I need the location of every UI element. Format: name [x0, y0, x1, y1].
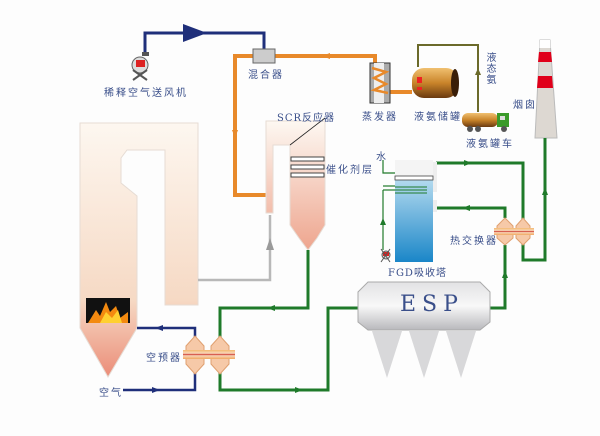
arrow-left-icon [155, 325, 163, 331]
arrow-left-icon [462, 205, 470, 211]
tanker-truck-icon [462, 113, 509, 132]
arrow-up-icon [266, 238, 274, 250]
fan-label: 稀释空气送风机 [104, 88, 188, 99]
air-preheater-label: 空预器 [146, 353, 182, 364]
esp-icon [357, 281, 491, 378]
liquid-ammonia-line [417, 44, 479, 112]
evaporator-label: 蒸发器 [362, 112, 398, 123]
tank-label: 液氨储罐 [414, 112, 462, 123]
arrow-up-icon [380, 218, 386, 225]
water-label: 水 [376, 152, 388, 163]
arrow-left-icon [322, 53, 330, 59]
arrow-up-icon [475, 68, 481, 75]
arrow-up-icon [542, 187, 548, 195]
arrow-down-icon [232, 130, 238, 138]
mixer-icon [252, 48, 276, 64]
fgd-absorber-icon [394, 160, 437, 262]
chimney-icon [534, 39, 558, 139]
catalyst-label: 催化剂层 [326, 165, 374, 176]
flue-gas-line-boiler [198, 215, 272, 282]
dilution-fan-icon [131, 52, 149, 81]
evaporator-icon [369, 62, 391, 104]
esp-label: ESP [400, 292, 464, 317]
ammonia-tank-icon [412, 68, 459, 98]
air-label: 空气 [99, 388, 123, 399]
boiler-icon [79, 122, 199, 378]
truck-label: 液氨罐车 [466, 139, 514, 150]
water-line [382, 160, 395, 250]
heat-exchanger-label: 热交换器 [450, 236, 498, 247]
chimney-label: 烟囱 [513, 100, 537, 111]
fgd-label: FGD吸收塔 [388, 268, 447, 279]
arrow-left-icon [267, 305, 275, 311]
scr-reactor-icon [265, 117, 326, 251]
ammonia-line [233, 54, 412, 197]
heat-exchanger-icon [494, 217, 534, 246]
air-preheater-icon [183, 335, 235, 375]
flue-gas-line [218, 138, 547, 392]
arrow-up-icon [502, 270, 508, 278]
liquid-ammonia-label: 液态氨 [484, 52, 495, 85]
dilution-air-line [143, 24, 266, 55]
pump-icon [380, 248, 391, 263]
mixer-label: 混合器 [248, 70, 284, 81]
scr-label: SCR反应器 [277, 113, 336, 124]
arrow-right-icon [464, 160, 472, 166]
fire-icon [86, 298, 130, 323]
arrow-right-icon [152, 387, 160, 393]
arrow-right-icon [295, 387, 303, 393]
